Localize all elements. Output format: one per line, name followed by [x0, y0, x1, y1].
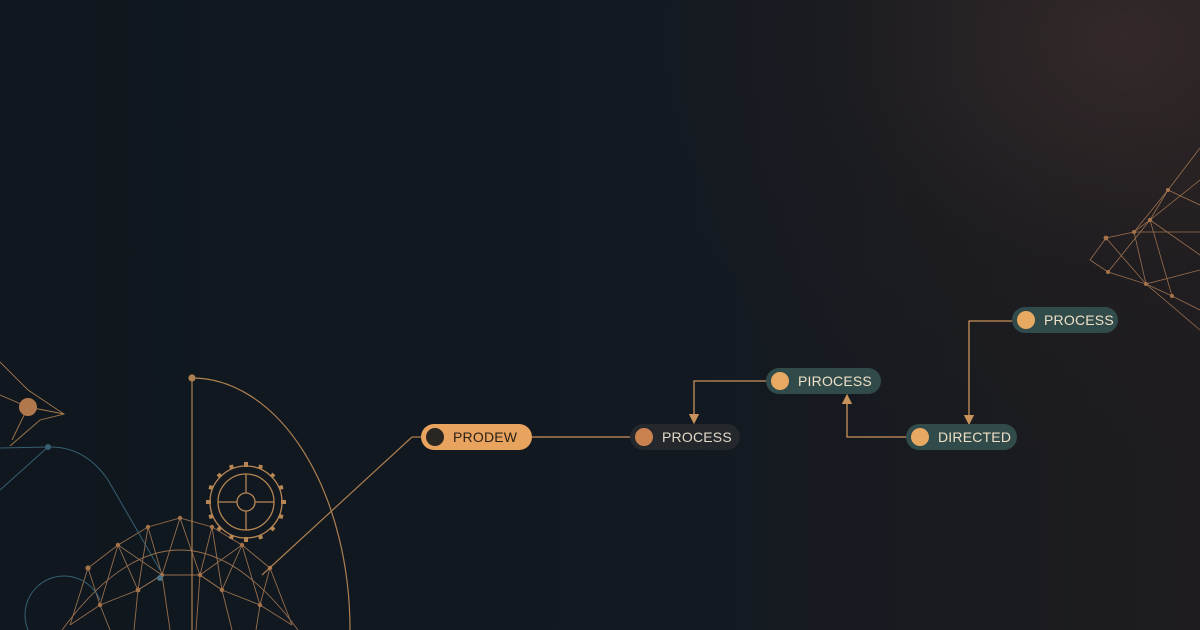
- node-directed: DIRECTED: [906, 424, 1017, 450]
- left-blue-curve: [0, 444, 161, 630]
- node-dot-icon: [771, 372, 789, 390]
- node-label: PROCESS: [662, 429, 732, 445]
- node-process-1: PROCESS: [630, 424, 740, 450]
- geodesic-dome: [61, 515, 299, 630]
- node-dot-icon: [635, 428, 653, 446]
- edge-n5-n4: [963, 320, 1014, 426]
- node-label: PROCESS: [1044, 312, 1114, 328]
- node-label: PIROCESS: [798, 373, 872, 389]
- arc-decoration: [188, 374, 424, 630]
- node-dot-icon: [426, 428, 444, 446]
- node-prodew: PRODEW: [421, 424, 532, 450]
- right-network-decoration: [1089, 147, 1200, 331]
- node-pirocess: PIROCESS: [766, 368, 881, 394]
- node-label: DIRECTED: [938, 429, 1012, 445]
- diagram-edges: [532, 320, 1014, 438]
- node-label: PRODEW: [453, 429, 518, 445]
- left-network-decoration: [0, 361, 66, 447]
- gear-icon: [206, 462, 286, 542]
- edge-n4-n3: [841, 393, 908, 438]
- node-process-2: PROCESS: [1012, 307, 1118, 333]
- edge-n3-n2: [688, 380, 768, 425]
- node-dot-icon: [911, 428, 929, 446]
- node-dot-icon: [1017, 311, 1035, 329]
